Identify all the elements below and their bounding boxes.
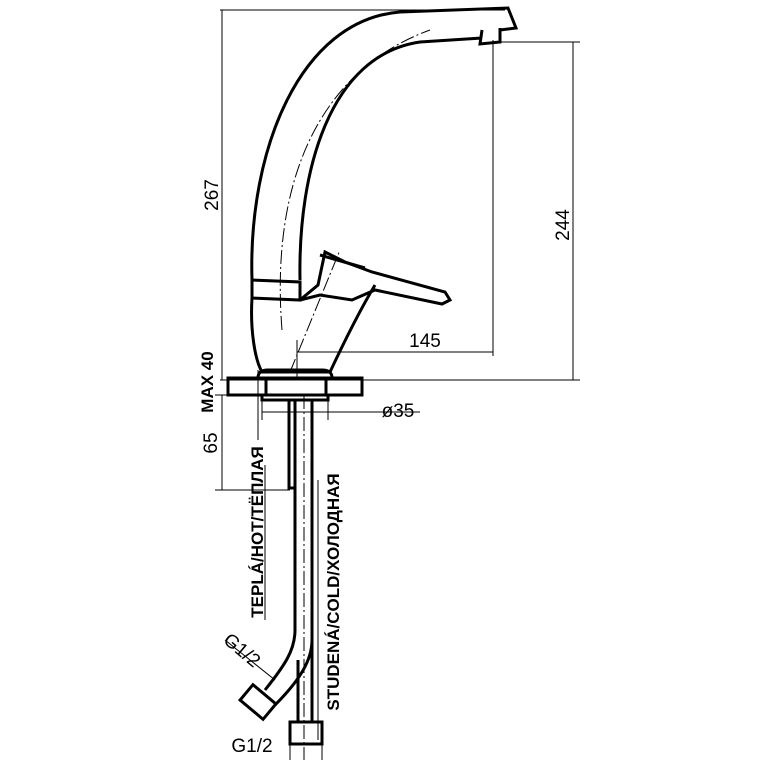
dimension-lines [215,9,580,760]
dim-267: 267 [202,179,223,211]
dim-65: 65 [201,432,222,453]
dim-145: 145 [409,331,441,352]
mixer-body [250,249,453,374]
dim-thread-cold: G1/2 [231,736,272,757]
spout [250,6,519,331]
label-cold: STUDENÁ/COLD/ХОЛОДНАЯ [324,473,343,710]
dim-244: 244 [553,209,574,241]
hot-nut [237,682,279,722]
cold-nut [288,720,324,746]
supply-pipes [237,395,324,760]
deck-plate [226,368,364,402]
dim-diameter-35: ø35 [382,401,415,422]
dim-max-40: MAX 40 [198,351,217,412]
label-hot: TEPLÁ/HOT/ТЁПЛАЯ [248,446,267,617]
